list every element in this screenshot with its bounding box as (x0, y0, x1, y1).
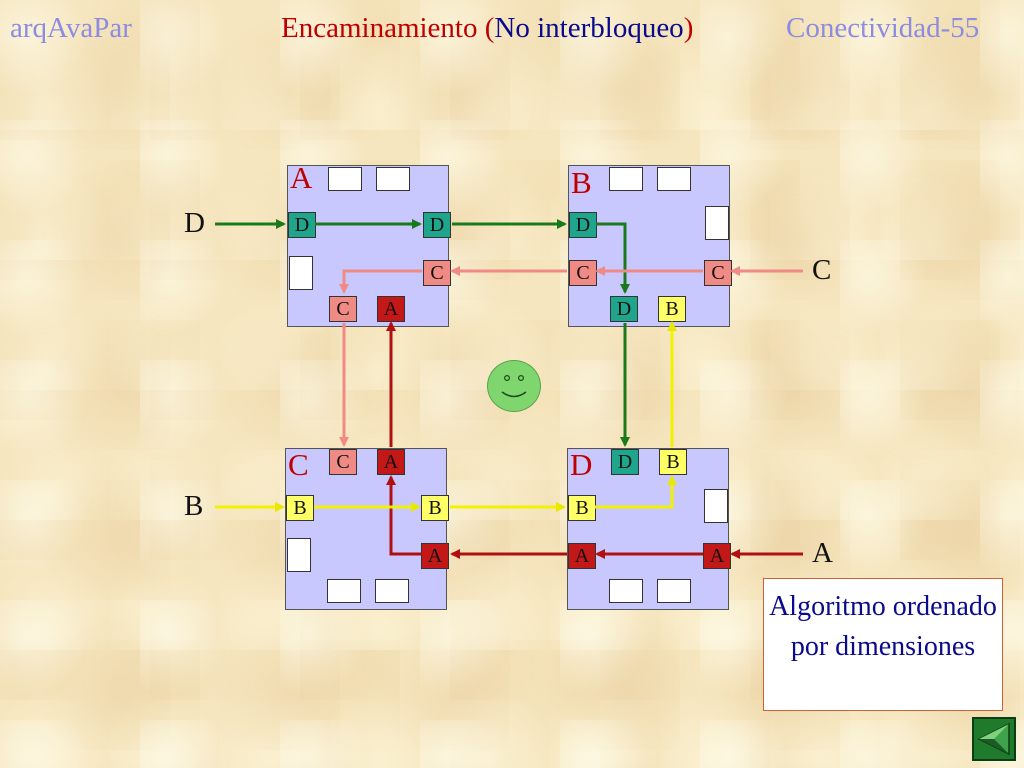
title-inner: No interbloqueo (494, 12, 684, 44)
smiley-face-icon (487, 360, 541, 412)
buffer-node-b-south-b: B (658, 296, 686, 322)
buffer-node-a-east: D (423, 212, 451, 238)
empty-port-slot (327, 579, 361, 603)
empty-port-slot (705, 206, 729, 240)
empty-port-slot (328, 167, 362, 191)
header-left: arqAvaPar (10, 12, 132, 44)
empty-port-slot (287, 538, 311, 572)
router-node-d: D B B A A (567, 448, 731, 610)
buffer-node-b-west-c: C (569, 260, 597, 286)
path-d-green (215, 219, 630, 447)
input-label-right-top: C (812, 254, 832, 286)
buffer-node-d-north-d: D (611, 449, 639, 475)
empty-port-slot (376, 167, 410, 191)
input-label-left-bottom: B (184, 490, 204, 522)
empty-port-slot (657, 579, 691, 603)
title-main: Encaminamiento (281, 12, 485, 44)
path-c-salmon (339, 266, 803, 447)
empty-port-slot (609, 167, 643, 191)
router-node-c: C A B B A (285, 448, 449, 610)
buffer-node-c-west: B (286, 495, 314, 521)
empty-port-slot (609, 579, 643, 603)
algorithm-note: Algoritmo ordenado por dimensiones (763, 578, 1003, 711)
header-right: Conectividad-55 (786, 12, 980, 44)
input-label-right-bottom: A (812, 537, 833, 569)
buffer-node-d-north-b: B (659, 449, 687, 475)
buffer-node-c-north-c: C (329, 449, 357, 475)
buffer-node-c-east: B (421, 495, 449, 521)
buffer-node-b-west: D (569, 212, 597, 238)
buffer-node-a-south-c: C (329, 296, 357, 322)
buffer-node-c-north-a: A (377, 449, 405, 475)
node-label-d: D (570, 447, 593, 482)
empty-port-slot (375, 579, 409, 603)
router-node-b: D C C D B (568, 165, 732, 327)
empty-port-slot (704, 489, 728, 523)
buffer-node-b-south-d: D (610, 296, 638, 322)
buffer-node-a-east-c: C (423, 260, 451, 286)
node-label-a: A (290, 160, 313, 195)
empty-port-slot (289, 256, 313, 290)
input-label-left-top: D (184, 207, 205, 239)
node-label-c: C (288, 447, 309, 482)
router-node-a: D D C C A (287, 165, 451, 327)
empty-port-slot (657, 167, 691, 191)
title-paren-open: ( (484, 12, 495, 44)
path-b-yellow (215, 321, 677, 512)
buffer-node-d-west: B (568, 495, 596, 521)
buffer-node-a-south-a: A (377, 296, 405, 322)
buffer-node-b-east-c: C (704, 260, 732, 286)
triangle-back-icon[interactable] (972, 717, 1016, 761)
title-paren-close: ) (683, 12, 694, 44)
node-label-b: B (571, 165, 592, 200)
slide-title: Encaminamiento (No interbloqueo) (281, 12, 693, 45)
path-a-red (386, 321, 803, 559)
buffer-node-c-east-a: A (421, 543, 449, 569)
